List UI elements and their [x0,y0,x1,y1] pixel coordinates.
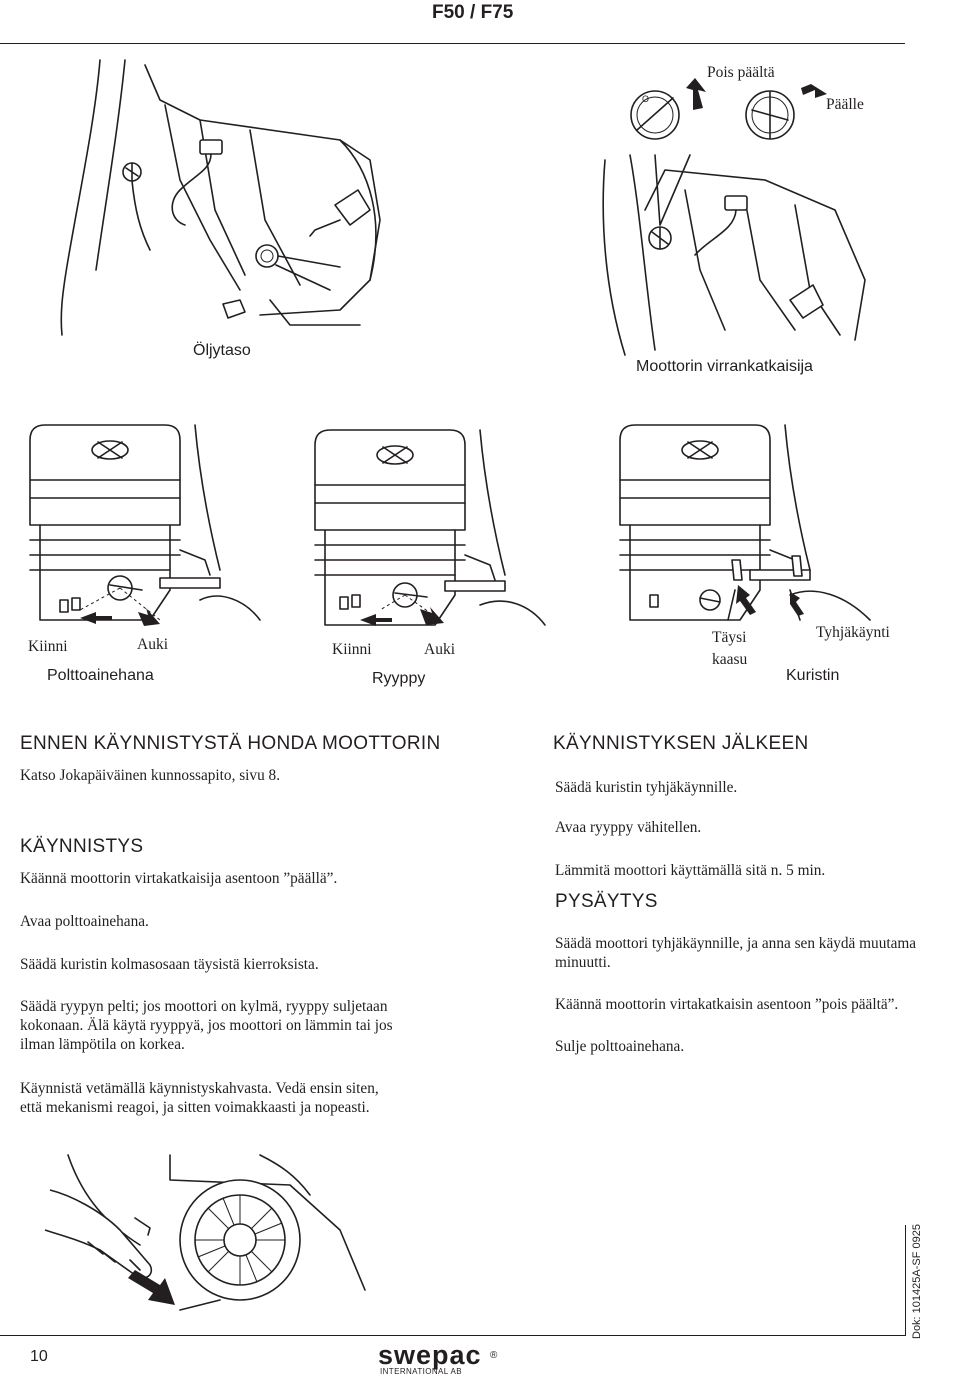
footer-box-line [905,1225,906,1335]
fuel-open-label: Auki [137,636,168,653]
throttle-caption: Kuristin [786,667,840,684]
starting-step-pull-1: Käynnistä vetämällä käynnistyskahvasta. … [20,1080,379,1097]
brand-logo: swepac [378,1340,482,1370]
stopping-heading: PYSÄYTYS [555,891,658,912]
footer-rule [0,1335,906,1336]
starting-heading: KÄYNNISTYS [20,836,144,857]
after-start-step-throttle: Säädä kuristin tyhjäkäynnille. [555,779,738,796]
brand-registered-mark: ® [490,1350,498,1361]
document-number: Dok: 101425A-SF 0925 [911,1224,923,1339]
switch-on-label: Päälle [826,96,864,113]
page-header-title: F50 / F75 [432,2,514,23]
starting-step-choke-1: Säädä ryypyn pelti; jos moottori on kylm… [20,998,388,1015]
after-start-step-choke: Avaa ryyppy vähitellen. [555,819,702,836]
choke-closed-label: Kiinni [332,641,372,658]
svg-text:O: O [642,94,649,104]
engine-oil-illustration [60,59,381,336]
starting-step-choke-3: ilman lämpötila on korkea. [20,1036,185,1053]
after-start-step-warm: Lämmitä moottori käyttämällä sitä n. 5 m… [555,862,826,879]
engine-switch-illustration: O [602,78,866,356]
oil-level-label: Öljytaso [193,342,251,359]
page-number: 10 [30,1348,48,1365]
starting-step-switch: Käännä moottorin virtakatkaisija asentoo… [20,870,338,887]
stopping-step-fuel: Sulje polttoainehana. [555,1038,685,1055]
starting-step-throttle: Säädä kuristin kolmasosaan täysistä kier… [20,956,319,973]
throttle-idle-label: Tyhjäkäynti [816,624,890,641]
starting-step-choke-2: kokonaan. Älä käytä ryyppyä, jos moottor… [20,1017,393,1034]
starting-step-fuel: Avaa polttoainehana. [20,913,149,930]
fuel-closed-label: Kiinni [28,638,68,655]
starting-step-pull-2: että mekanismi reagoi, ja sitten voimakk… [20,1099,370,1116]
fuel-valve-illustration [29,424,261,626]
stopping-step-idle-2: minuutti. [555,954,611,971]
throttle-illustration [619,424,871,621]
stopping-step-idle-1: Säädä moottori tyhjäkäynnille, ja anna s… [555,935,917,952]
before-start-text: Katso Jokapäiväinen kunnossapito, sivu 8… [20,767,281,784]
brand-subtitle: INTERNATIONAL AB [380,1367,462,1376]
fuel-caption: Polttoainehana [47,667,154,684]
stopping-step-switch: Käännä moottorin virtakatkaisin asentoon… [555,996,899,1013]
switch-caption: Moottorin virrankatkaisija [636,358,813,375]
switch-off-label: Pois päältä [707,64,775,81]
choke-open-label: Auki [424,641,455,658]
choke-illustration [314,429,546,626]
throttle-full-label-1: Täysi [712,629,747,646]
header-rule [0,43,905,44]
before-start-heading: ENNEN KÄYNNISTYSTÄ HONDA MOOTTORIN [20,733,441,754]
throttle-full-label-2: kaasu [712,651,748,668]
choke-caption: Ryyppy [372,670,426,687]
after-start-heading: KÄYNNISTYKSEN JÄLKEEN [553,733,809,754]
recoil-starter-illustration [44,1154,366,1311]
